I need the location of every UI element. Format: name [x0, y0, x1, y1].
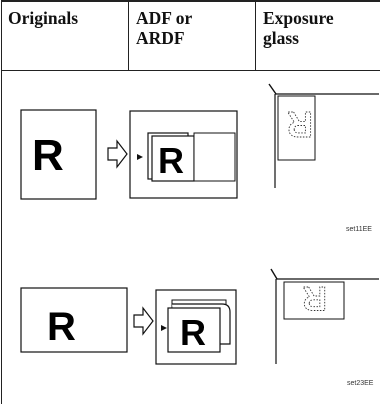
- row1-original-sheet: [20, 109, 97, 200]
- row2-glass-corner-mark-icon: [270, 268, 278, 280]
- row2-original-letter: R: [47, 305, 76, 349]
- header-bottom-rule: [1, 70, 380, 71]
- row1-glass-corner-mark-icon: [268, 83, 277, 95]
- row1-original-letter: R: [32, 131, 64, 180]
- row2-arrow-icon: [133, 306, 154, 336]
- row2-adf-sheet: [167, 307, 221, 353]
- header-exposure-glass: Exposure glass: [263, 8, 334, 48]
- row2-glass-letter: R: [302, 279, 327, 317]
- header-divider-1: [128, 0, 129, 70]
- row1-adf-feeder-cover: [193, 132, 236, 182]
- row2-caption: set23EE: [347, 380, 374, 387]
- row1-adf-pointer-icon: [137, 154, 143, 160]
- row1-adf-letter: R: [158, 140, 184, 181]
- row1-arrow-icon: [107, 139, 128, 169]
- row1-glass-sheet: [277, 95, 316, 161]
- table-top-rule: [1, 0, 380, 2]
- row2-original-sheet: [20, 287, 128, 353]
- row2-adf-pointer-icon: [161, 325, 167, 331]
- row1-caption: set11EE: [346, 226, 372, 233]
- row2-glass-sheet: [283, 281, 345, 320]
- header-divider-2: [255, 0, 256, 70]
- header-originals: Originals: [8, 8, 79, 28]
- row2-adf-letter: R: [180, 312, 206, 353]
- table-left-rule: [1, 0, 2, 404]
- header-adf-ardf: ADF or ARDF: [136, 8, 193, 48]
- row1-glass-letter: R: [287, 104, 313, 145]
- row1-adf-sheet: [151, 135, 195, 182]
